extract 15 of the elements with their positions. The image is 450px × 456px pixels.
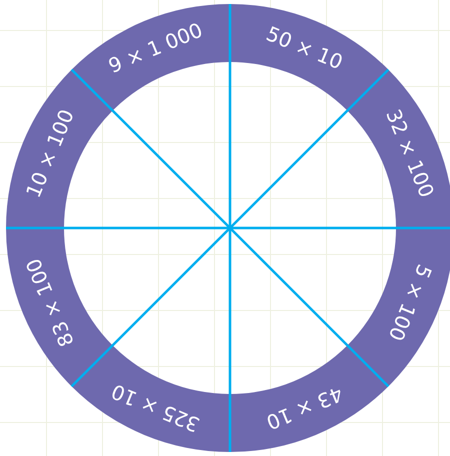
multiplication-expression: 10 × 100 [20,106,79,201]
ring-segment [230,345,388,452]
multiplication-expression: 9 × 1 000 [104,18,206,78]
multiplication-expression: 325 × 10 [108,379,203,438]
ring-segment [72,4,230,111]
multiplication-expression: 43 × 10 [262,382,346,435]
multiplication-expression: 50 × 10 [262,21,346,74]
ring-segment [230,4,388,111]
multiplication-expression: 32 × 100 [381,106,440,201]
ring-segment [347,228,450,386]
multiplication-expression: 5 × 100 [384,260,437,344]
ring-segment [347,70,450,228]
multiplication-expression: 83 × 100 [20,255,79,350]
ring-segment [6,228,113,386]
ring-segment [72,345,230,452]
